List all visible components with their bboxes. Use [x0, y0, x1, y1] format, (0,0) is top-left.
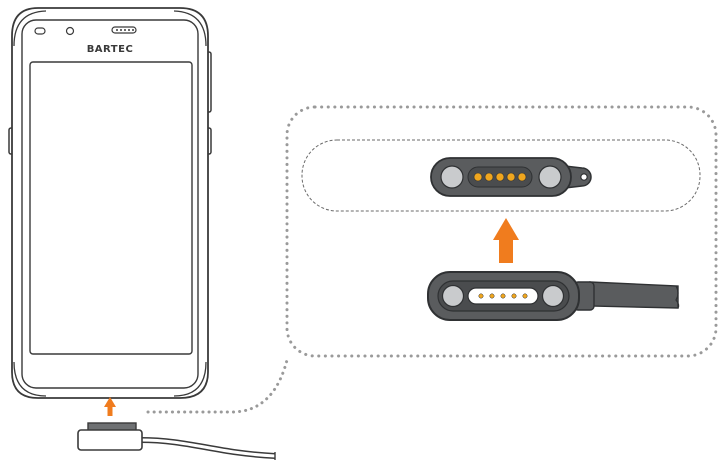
port-tab-hole: [580, 173, 588, 181]
brand-logo: BARTEC: [87, 44, 134, 55]
cable-wire-large: [589, 281, 679, 309]
proximity-sensor-icon: [65, 26, 75, 36]
earpiece-grille: [116, 29, 134, 31]
up-arrow-large-icon: [493, 218, 519, 263]
device-port-outline: [301, 139, 701, 212]
up-arrow-icon: [104, 397, 116, 416]
device-charging-port: [430, 157, 592, 197]
zoom-callout-frame: [285, 105, 718, 358]
magnet-pad-left: [440, 165, 464, 189]
front-camera-icon: [34, 27, 46, 35]
zoom-leader-line: [146, 354, 290, 414]
bumper-bottom-left: [13, 361, 47, 397]
earpiece-speaker: [111, 26, 137, 34]
bumper-top-left: [13, 10, 47, 47]
pogo-pins: [478, 293, 528, 299]
device-screen: [29, 61, 193, 355]
magnet-pad-right: [538, 165, 562, 189]
mobile-device: BARTEC: [8, 7, 212, 399]
bumper-bottom-right: [173, 361, 207, 397]
magnet-left: [441, 284, 465, 308]
charging-cable-small: [77, 422, 276, 460]
cable-connector-large: [427, 271, 680, 321]
magnet-right: [541, 284, 565, 308]
bumper-top-right: [173, 10, 207, 47]
connector-head: [77, 429, 143, 451]
contact-pins: [473, 172, 527, 182]
